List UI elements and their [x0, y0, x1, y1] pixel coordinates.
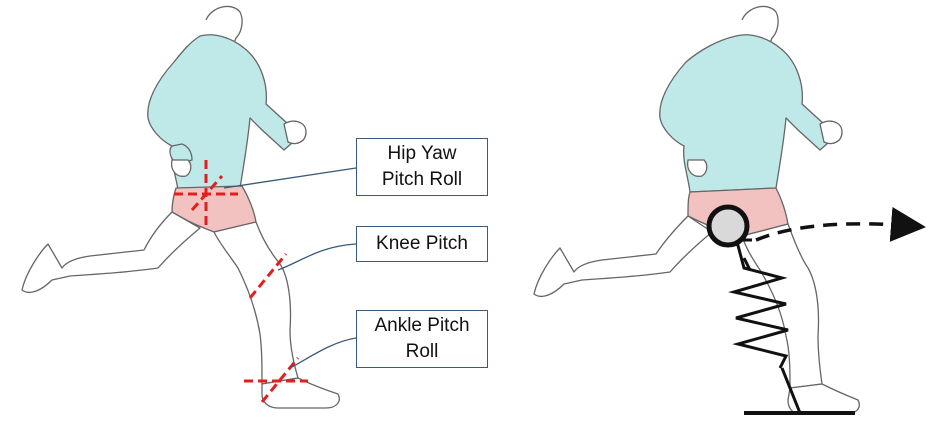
- runner-left-fist: [283, 120, 307, 145]
- ankle-label-line2: Roll: [405, 341, 439, 362]
- knee-connector: [277, 243, 357, 271]
- label-connectors: [223, 167, 357, 369]
- spring-mass-model: [706, 204, 926, 415]
- knee-label-line1: Knee Pitch: [376, 233, 468, 254]
- runner-left-hand: [170, 159, 192, 177]
- joint-markers: [174, 160, 308, 403]
- hip-label-line2: Pitch Roll: [381, 169, 463, 190]
- ankle-connector: [289, 337, 357, 369]
- hip-joint-label: Hip Yaw Pitch Roll: [356, 138, 488, 196]
- runner-right-head: [741, 5, 779, 49]
- runner-right-shoe: [787, 383, 860, 415]
- spring-coil: [728, 237, 789, 369]
- runner-left-shirt: [147, 34, 301, 191]
- ankle-label-line1: Ankle Pitch: [374, 315, 470, 336]
- ankle-joint-label: Ankle Pitch Roll: [356, 310, 488, 368]
- spring-link: [742, 257, 752, 271]
- knee-pitch-axis: [248, 253, 288, 299]
- leg-strut-lower: [780, 367, 802, 414]
- runner-right-hand: [686, 159, 708, 177]
- runner-left-shorts: [171, 185, 257, 233]
- ankle-roll-axis: [260, 357, 300, 403]
- runner-left: [21, 5, 340, 409]
- runner-left-shoe: [261, 377, 340, 409]
- runner-right-shirt: [659, 34, 837, 193]
- knee-joint-label: Knee Pitch: [356, 226, 488, 262]
- hip-connector: [223, 167, 357, 189]
- hip-roll-axis: [190, 175, 224, 211]
- runner-left-head: [205, 5, 243, 49]
- runner-left-back-leg: [21, 211, 201, 294]
- runner-right-back-leg: [533, 215, 713, 298]
- hip-label-line1: Hip Yaw: [387, 143, 457, 164]
- runner-left-arm: [169, 143, 193, 165]
- runner-right-fist: [819, 120, 843, 145]
- hip-mass: [706, 204, 750, 248]
- runner-right: [533, 5, 860, 415]
- trajectory-arrow: [755, 206, 926, 242]
- runner-left-front-leg: [213, 221, 299, 385]
